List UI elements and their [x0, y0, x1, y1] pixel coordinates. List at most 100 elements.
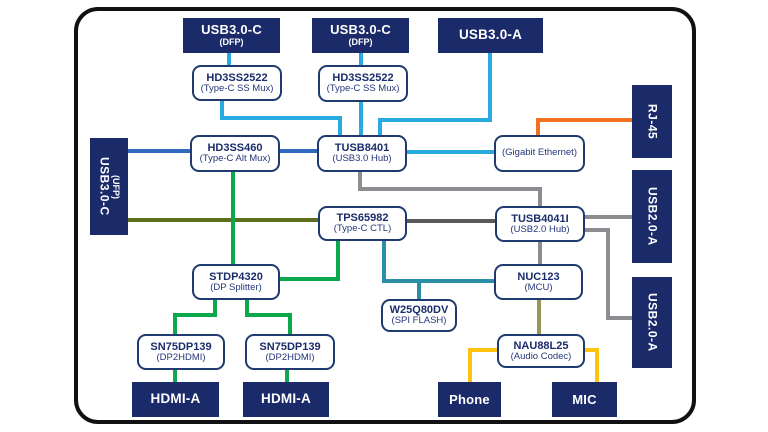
chip-sublabel: (DP2HDMI) — [265, 351, 315, 363]
conn-tusb8401-gbe-seg — [407, 150, 494, 154]
chip-name: SN75DP139 — [259, 340, 321, 353]
conn-stdp4320-sn75dp139b-seg2 — [245, 313, 292, 317]
port-sublabel: (UFP) — [111, 174, 122, 199]
conn-nau88l25-phone-seg2 — [468, 350, 472, 382]
port-mic: MIC — [552, 382, 617, 417]
chip-name: NAU88L25 — [513, 339, 569, 352]
conn-stdp4320-sn75dp139a-seg3 — [173, 315, 177, 335]
port-label: HDMI-A — [261, 391, 311, 407]
chip-gigabit-ethernet: (Gigabit Ethernet) — [494, 135, 585, 172]
chip-sn75dp139-1: SN75DP139 (DP2HDMI) — [137, 334, 225, 370]
conn-usb3a-tusb8401-seg3 — [378, 120, 382, 136]
chip-tusb4041i: TUSB4041I (USB2.0 Hub) — [495, 206, 585, 242]
port-sublabel: (DFP) — [348, 37, 373, 48]
conn-tps65982-tusb4041i-seg — [407, 219, 495, 223]
conn-tps65982-stdp4320-seg1 — [336, 241, 340, 281]
conn-sn75dp139a-hdmi1-seg — [173, 370, 177, 382]
conn-ufp-tps65982-seg — [128, 218, 318, 222]
port-hdmi-2: HDMI-A — [243, 382, 329, 417]
chip-name: SN75DP139 — [150, 340, 212, 353]
chip-sublabel: (DP2HDMI) — [156, 351, 206, 363]
conn-tusb8401-tusb4041i-seg1 — [358, 172, 362, 189]
chip-name: TUSB4041I — [511, 212, 569, 225]
conn-stdp4320-sn75dp139a-seg1 — [213, 300, 217, 317]
port-label: USB3.0-A — [458, 27, 523, 43]
chip-hd3ss2522-2: HD3SS2522 (Type-C SS Mux) — [318, 65, 408, 102]
conn-usb3a-tusb8401-seg2 — [378, 118, 490, 122]
port-usb2a-2: USB2.0-A — [632, 277, 672, 368]
conn-tps65982-stdp4320-seg2 — [280, 277, 340, 281]
conn-tusb4041i-usb2a1-seg — [585, 215, 632, 219]
conn-hd3ss2522a-tusb8401-seg2 — [220, 116, 342, 120]
port-phone: Phone — [438, 382, 501, 417]
conn-hd3ss2522a-tusb8401-seg1 — [220, 101, 224, 120]
port-sublabel: (DFP) — [219, 37, 244, 48]
port-label: Phone — [449, 391, 490, 407]
port-rj45: RJ-45 — [632, 85, 672, 158]
conn-rj45-gbe-seg1 — [536, 118, 632, 122]
chip-stdp4320: STDP4320 (DP Splitter) — [192, 264, 280, 300]
chip-sublabel: (Audio Codec) — [510, 350, 572, 362]
port-label: USB3.0-C — [97, 157, 112, 216]
conn-tusb4041i-usb2a2-seg2 — [606, 228, 610, 320]
conn-sn75dp139b-hdmi2-seg — [285, 370, 289, 382]
chip-sublabel: (DP Splitter) — [210, 281, 262, 293]
chip-nuc123: NUC123 (MCU) — [494, 264, 583, 300]
port-label: USB2.0-A — [645, 293, 660, 352]
conn-tusb4041i-usb2a2-seg1 — [585, 228, 610, 232]
chip-tps65982: TPS65982 (Type-C CTL) — [318, 206, 407, 241]
conn-hd3ss2522a-tusb8401-seg3 — [338, 118, 342, 136]
conn-tusb4041i-nuc123-seg — [538, 242, 542, 265]
conn-hd3ss2522b-tusb8401-seg — [359, 101, 363, 136]
conn-usb3a-tusb8401-seg1 — [488, 53, 492, 122]
chip-sublabel: (USB2.0 Hub) — [510, 223, 570, 235]
port-usb3c-dfp-2: USB3.0-C (DFP) — [312, 18, 409, 53]
conn-nau88l25-mic-seg2 — [595, 350, 599, 382]
port-label: HDMI-A — [150, 391, 201, 407]
conn-stdp4320-sn75dp139a-seg2 — [173, 313, 217, 317]
chip-hd3ss460: HD3SS460 (Type-C Alt Mux) — [190, 135, 280, 172]
chip-name: STDP4320 — [209, 270, 263, 283]
conn-tps65982-w25q80dv-seg — [417, 281, 421, 300]
chip-sublabel: (USB3.0 Hub) — [332, 153, 392, 165]
chip-name: NUC123 — [517, 270, 560, 283]
conn-tps65982-nuc123-seg1 — [382, 241, 386, 283]
conn-dfp2-hd3ss2522b-seg — [359, 53, 363, 66]
conn-tusb8401-tusb4041i-seg3 — [538, 189, 542, 207]
chip-tusb8401: TUSB8401 (USB3.0 Hub) — [317, 135, 407, 172]
conn-tps65982-nuc123-seg2 — [382, 279, 494, 283]
chip-sublabel: (Type-C SS Mux) — [200, 82, 274, 94]
conn-rj45-gbe-seg2 — [536, 120, 540, 136]
chip-sublabel: (Type-C SS Mux) — [326, 83, 400, 95]
chip-sublabel: (SPI FLASH) — [391, 315, 447, 327]
conn-stdp4320-sn75dp139b-seg3 — [288, 315, 292, 335]
chip-name: TUSB8401 — [334, 142, 390, 155]
chip-hd3ss2522-1: HD3SS2522 (Type-C SS Mux) — [192, 65, 282, 101]
chip-w25q80dv: W25Q80DV (SPI FLASH) — [381, 299, 457, 332]
conn-ufp-hd3ss460-seg — [128, 149, 190, 153]
conn-nuc123-nau88l25-seg — [537, 300, 541, 335]
chip-sublabel: (MCU) — [524, 281, 553, 293]
port-hdmi-1: HDMI-A — [132, 382, 219, 417]
chip-sublabel: (Type-C CTL) — [333, 223, 392, 235]
chip-name: HD3SS460 — [207, 142, 263, 155]
conn-tusb8401-tusb4041i-seg2 — [358, 187, 542, 191]
port-label: RJ-45 — [645, 103, 660, 140]
chip-name: (Gigabit Ethernet) — [502, 147, 577, 159]
port-label: USB3.0-C — [330, 22, 391, 38]
port-usb2a-1: USB2.0-A — [632, 170, 672, 263]
conn-nau88l25-mic-seg1 — [585, 348, 599, 352]
port-usb3c-dfp-1: USB3.0-C (DFP) — [183, 18, 280, 53]
port-label: USB3.0-C — [201, 22, 262, 38]
port-usb3c-ufp: USB3.0-C (UFP) — [90, 138, 128, 235]
port-label: USB2.0-A — [645, 187, 660, 246]
conn-hd3ss460-stdp4320-seg — [231, 172, 235, 265]
port-label: MIC — [572, 391, 597, 407]
chip-name: W25Q80DV — [389, 304, 449, 317]
conn-tusb4041i-usb2a2-seg3 — [606, 316, 632, 320]
chip-name: HD3SS2522 — [332, 72, 394, 85]
chip-name: TPS65982 — [336, 212, 389, 225]
chip-name: HD3SS2522 — [206, 71, 268, 84]
chip-nau88l25: NAU88L25 (Audio Codec) — [497, 334, 585, 368]
